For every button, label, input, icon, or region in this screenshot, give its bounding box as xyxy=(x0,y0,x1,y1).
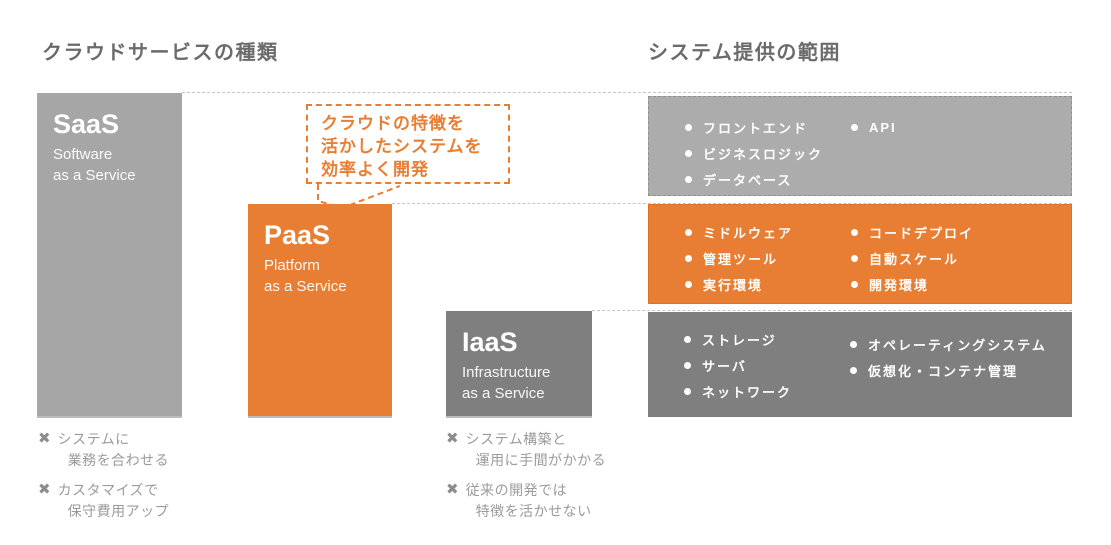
saas-subtitle-line2: as a Service xyxy=(53,167,136,184)
iaas-scope-column2: オペレーティングシステム 仮想化・コンテナ管理 xyxy=(850,312,1047,417)
saas-scope-column1: フロントエンド ビジネスロジック データベース xyxy=(685,97,851,195)
paas-subtitle-line1: Platform xyxy=(264,257,320,274)
section-title-service-types: クラウドサービスの種類 xyxy=(42,42,279,64)
list-item: 開発環境 xyxy=(851,271,974,297)
bullet-icon xyxy=(850,366,857,374)
drawback-saas-1: ✖ システムに 業務を合わせる xyxy=(38,429,169,471)
drawback-text-line1: カスタマイズで xyxy=(57,482,159,498)
level-line-saas xyxy=(182,92,1072,93)
level-line-iaas xyxy=(592,310,1072,311)
drawback-text-line2: 保守費用アップ xyxy=(67,503,170,519)
list-item: サーバ xyxy=(684,352,850,378)
bullet-icon xyxy=(851,254,858,262)
drawback-text-line2: 運用に手間がかかる xyxy=(475,452,607,468)
paas-subtitle-line2: as a Service xyxy=(264,278,347,295)
bullet-icon xyxy=(685,254,692,262)
drawback-text-line2: 特徴を活かせない xyxy=(475,503,592,519)
bullet-icon xyxy=(684,335,691,343)
list-item: フロントエンド xyxy=(685,114,851,140)
list-item: ネットワーク xyxy=(684,378,850,404)
list-item: データベース xyxy=(685,166,851,192)
iaas-subtitle-line1: Infrastructure xyxy=(462,364,551,381)
bullet-icon xyxy=(685,175,692,183)
bullet-icon xyxy=(685,149,692,157)
saas-bar: SaaS Software as a Service xyxy=(37,93,182,418)
iaas-label: IaaS xyxy=(462,327,518,357)
callout-tail-icon xyxy=(317,184,401,210)
list-item: コードデプロイ xyxy=(851,219,974,245)
drawback-text-line1: 従来の開発では xyxy=(465,482,568,498)
cross-icon: ✖ xyxy=(38,430,51,447)
iaas-bar: IaaS Infrastructure as a Service xyxy=(446,311,592,418)
bullet-icon xyxy=(684,361,691,369)
paas-scope-column1: ミドルウェア 管理ツール 実行環境 xyxy=(685,205,851,303)
cloud-benefit-callout: クラウドの特徴を 活かしたシステムを 効率よく開発 xyxy=(306,104,510,184)
bullet-icon xyxy=(685,228,692,236)
drawback-iaas-1: ✖ システム構築と 運用に手間がかかる xyxy=(446,429,606,471)
drawback-text-line1: システム構築と xyxy=(465,431,567,447)
list-item: ストレージ xyxy=(684,326,850,352)
cross-icon: ✖ xyxy=(446,481,459,498)
bullet-icon xyxy=(850,340,857,348)
drawback-iaas-2: ✖ 従来の開発では 特徴を活かせない xyxy=(446,480,592,522)
drawback-text-line1: システムに xyxy=(57,431,130,447)
saas-scope-box: フロントエンド ビジネスロジック データベース API xyxy=(648,96,1072,196)
list-item: 仮想化・コンテナ管理 xyxy=(850,357,1047,383)
cross-icon: ✖ xyxy=(446,430,459,447)
paas-bar: PaaS Platform as a Service xyxy=(248,204,392,418)
iaas-subtitle-line2: as a Service xyxy=(462,385,545,402)
list-item: オペレーティングシステム xyxy=(850,331,1047,357)
iaas-scope-column1: ストレージ サーバ ネットワーク xyxy=(684,312,850,417)
list-item: 実行環境 xyxy=(685,271,851,297)
bullet-icon xyxy=(684,387,691,395)
bullet-icon xyxy=(851,123,858,131)
drawback-saas-2: ✖ カスタマイズで 保守費用アップ xyxy=(38,480,169,522)
paas-scope-column2: コードデプロイ 自動スケール 開発環境 xyxy=(851,205,974,303)
callout-line3: 効率よく開発 xyxy=(321,160,429,179)
section-title-scope: システム提供の範囲 xyxy=(648,42,841,64)
paas-scope-box: ミドルウェア 管理ツール 実行環境 コードデプロイ 自動スケール 開発環境 xyxy=(648,204,1072,304)
level-line-paas xyxy=(392,203,1072,204)
bullet-icon xyxy=(685,280,692,288)
cross-icon: ✖ xyxy=(38,481,51,498)
saas-scope-column2: API xyxy=(851,97,897,195)
saas-label: SaaS xyxy=(53,109,120,139)
list-item: ビジネスロジック xyxy=(685,140,851,166)
list-item: API xyxy=(851,114,897,140)
bullet-icon xyxy=(851,228,858,236)
iaas-scope-box: ストレージ サーバ ネットワーク オペレーティングシステム 仮想化・コンテナ管理 xyxy=(648,312,1072,417)
callout-line1: クラウドの特徴を xyxy=(321,114,465,133)
drawback-text-line2: 業務を合わせる xyxy=(67,452,170,468)
bullet-icon xyxy=(851,280,858,288)
list-item: ミドルウェア xyxy=(685,219,851,245)
list-item: 管理ツール xyxy=(685,245,851,271)
callout-line2: 活かしたシステムを xyxy=(321,137,483,156)
saas-subtitle-line1: Software xyxy=(53,146,113,163)
list-item: 自動スケール xyxy=(851,245,974,271)
paas-label: PaaS xyxy=(264,220,331,250)
bullet-icon xyxy=(685,123,692,131)
